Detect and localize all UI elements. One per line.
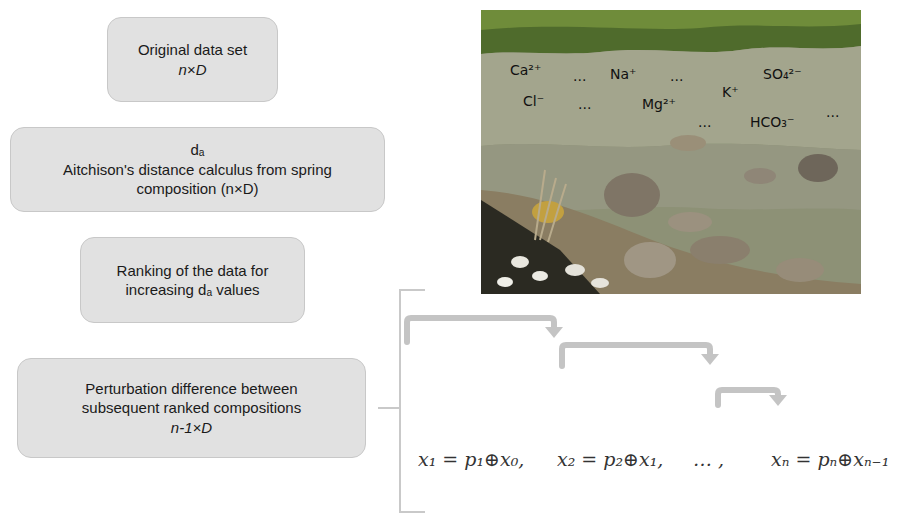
ion-label: ... bbox=[573, 68, 586, 84]
box-text: dₐ bbox=[191, 140, 205, 160]
box-text: Ranking of the data for increasing dₐ va… bbox=[98, 261, 288, 300]
formula-text: xₙ = pₙ⊕xₙ₋₁ bbox=[771, 448, 889, 470]
box-text: n-1×D bbox=[171, 418, 212, 438]
box-text: Perturbation difference between subseque… bbox=[67, 379, 317, 418]
ion-label: Cl⁻ bbox=[523, 93, 544, 109]
formula-text: x₂ = p₂⊕x₁, bbox=[557, 448, 663, 470]
formula-text: … , bbox=[693, 448, 724, 470]
process-box: Original data setn×D bbox=[107, 17, 278, 102]
ion-label: ... bbox=[578, 96, 591, 112]
ion-label: ... bbox=[670, 68, 683, 84]
process-box: Ranking of the data for increasing dₐ va… bbox=[80, 237, 305, 323]
process-box: Perturbation difference between subseque… bbox=[17, 358, 366, 458]
ion-label: SO₄²⁻ bbox=[763, 66, 802, 82]
formula-text: x₁ = p₁⊕x₀, bbox=[418, 448, 524, 470]
ion-label: ... bbox=[698, 114, 711, 130]
ion-label: ... bbox=[826, 104, 839, 120]
ion-label: HCO₃⁻ bbox=[750, 114, 794, 130]
stream-photo bbox=[481, 10, 861, 294]
ion-label: K⁺ bbox=[722, 84, 739, 100]
ion-label: Mg²⁺ bbox=[642, 96, 676, 112]
process-box: dₐAitchison's distance calculus from spr… bbox=[10, 127, 385, 212]
bracket bbox=[378, 290, 425, 512]
ion-label: Na⁺ bbox=[610, 66, 636, 82]
box-text: Original data set bbox=[138, 40, 247, 60]
ion-label: Ca²⁺ bbox=[510, 62, 541, 78]
step-arrowheads bbox=[545, 327, 787, 406]
box-text: n×D bbox=[179, 60, 207, 80]
step-arrows bbox=[407, 318, 778, 405]
box-text: Aitchison's distance calculus from sprin… bbox=[28, 160, 368, 199]
